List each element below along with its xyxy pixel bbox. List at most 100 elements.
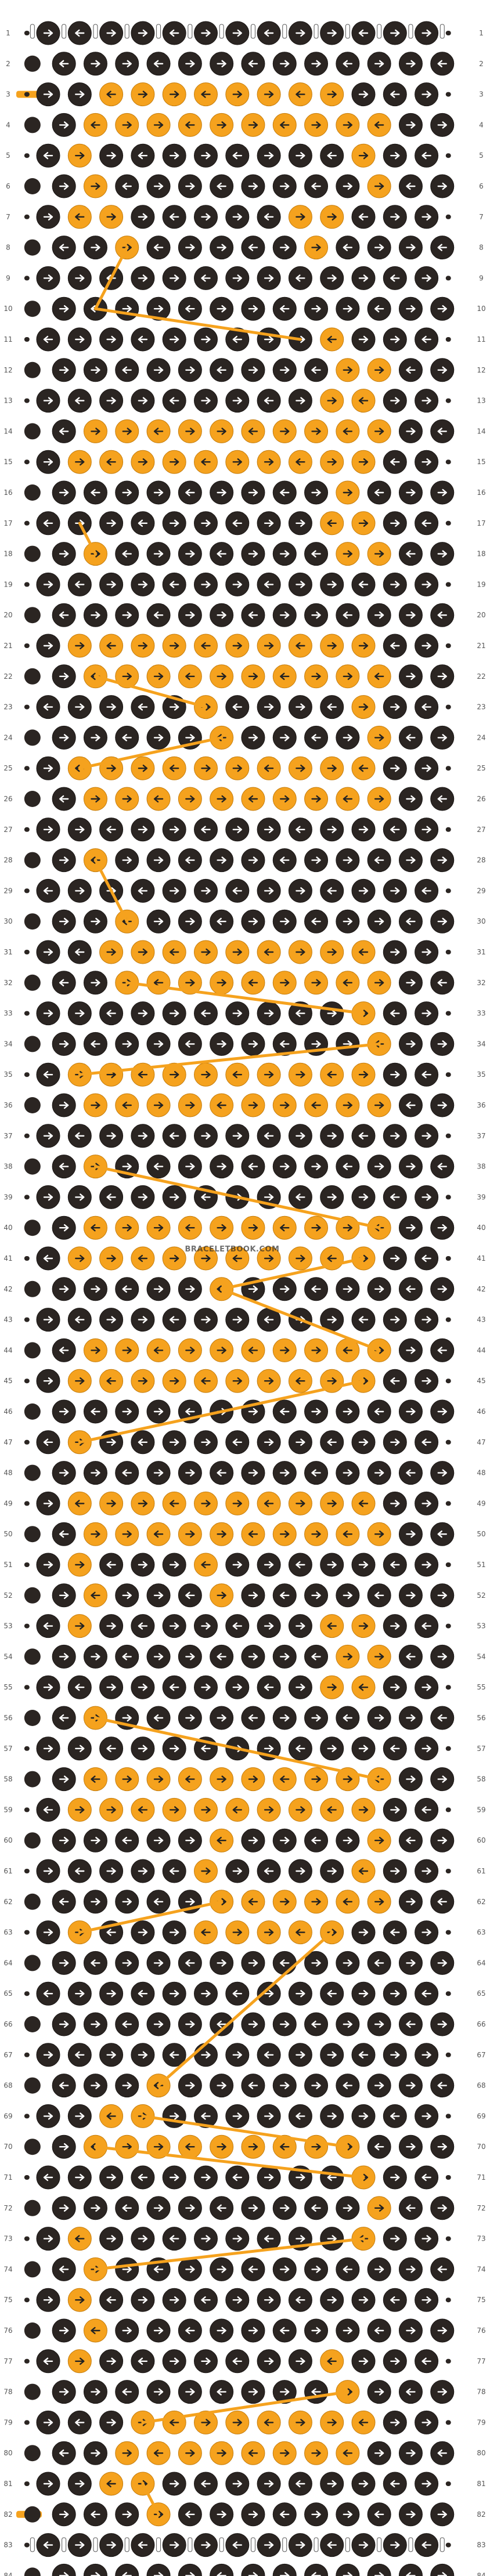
knot-arrow-head-icon (390, 1010, 395, 1017)
knot-dark (210, 603, 234, 627)
edge-knot (24, 1587, 41, 1604)
thread-connector (157, 1931, 334, 2087)
knot-dark (131, 1614, 155, 1638)
knot-dark (415, 389, 439, 413)
knot-arrow-head-icon (332, 642, 337, 650)
knot-arrow-head-icon (395, 1132, 400, 1139)
knot-arrow-head-icon (390, 274, 395, 282)
knot-arrow-head-icon (138, 1622, 143, 1630)
knot-dark (398, 1767, 423, 1792)
knot-dark (398, 480, 423, 505)
knot-arrow-head-icon (264, 1867, 269, 1875)
knot-arrow-head-icon (153, 1714, 159, 1722)
knot-dark (257, 2043, 281, 2067)
knot-dark (398, 1277, 423, 1301)
knot-arrow-head-icon (91, 856, 96, 864)
knot-arrow-head-icon (253, 121, 258, 129)
knot-dark (178, 848, 202, 873)
knot-arrow-head-icon (296, 1745, 301, 1752)
knot-arrow-head-icon (75, 1684, 80, 1691)
knot-dark (351, 2288, 376, 2312)
knot-arrow-head-icon (379, 1101, 384, 1109)
knot-dark (398, 664, 423, 689)
knot-arrow-head-icon (284, 1531, 290, 1538)
knot-arrow-head-icon (142, 458, 148, 466)
watermark-text: BRACELETBOOK.COM (185, 1245, 280, 1254)
knot-arrow-head-icon (185, 489, 190, 497)
knot-arrow-head-icon (127, 1408, 132, 1416)
knot-arrow-head-icon (300, 1071, 305, 1079)
row-number-right: 55 (477, 1683, 485, 1691)
edge-string-end (24, 460, 30, 465)
knot-arrow-head-icon (75, 2235, 80, 2242)
knot-arrow-head-icon (201, 1010, 206, 1017)
knot-orange (99, 1246, 124, 1271)
knot-orange (131, 82, 155, 107)
knot-dark (210, 358, 234, 382)
knot-arrow-head-icon (221, 60, 226, 67)
edge-string-end (445, 1746, 451, 1751)
knot-arrow-head-icon (142, 1929, 148, 1936)
knot-dark (430, 542, 455, 566)
knot-dark (162, 511, 186, 536)
knot-dark (194, 2472, 218, 2496)
knot-arrow-head-icon (43, 2541, 49, 2549)
knot-dark (52, 2441, 76, 2465)
knot-dark (36, 2227, 60, 2251)
knot-dark (52, 1338, 76, 1362)
knot-arrow-head-icon (300, 2235, 305, 2242)
knot-dark (99, 143, 124, 168)
knot-dark (225, 817, 250, 842)
knot-arrow-head-icon (185, 1040, 190, 1048)
knot-orange (225, 634, 250, 658)
knot-arrow-head-icon (316, 428, 321, 435)
knot-arrow-head-icon (153, 2082, 159, 2089)
knot-dark (146, 542, 171, 566)
knot-arrow-head-icon (91, 1959, 96, 1967)
knot-dark (257, 1124, 281, 1148)
knot-dark (241, 2196, 265, 2220)
knot-arrow-head-icon (91, 1775, 96, 1783)
row-number-right: 74 (477, 2265, 485, 2273)
row-number-left: 68 (3, 2082, 12, 2090)
knot-arrow-head-icon (190, 1163, 195, 1170)
knot-dark (304, 296, 329, 321)
knot-arrow-head-icon (347, 550, 353, 558)
knot-arrow-head-icon (95, 1469, 100, 1477)
knot-dark (52, 2012, 76, 2036)
knot-orange (115, 1767, 139, 1792)
knot-dark (162, 2104, 186, 2128)
string-top-guide (62, 24, 67, 39)
row-number-left: 42 (3, 1285, 12, 1293)
knot-dark (257, 1981, 281, 2006)
knot-dark (83, 2563, 107, 2576)
knot-arrow-head-icon (332, 765, 337, 772)
knot-dark (115, 1032, 139, 1056)
knot-arrow-head-icon (221, 612, 226, 619)
edge-string-end (445, 1685, 451, 1690)
knot-arrow-head-icon (91, 672, 96, 680)
knot-arrow-head-icon (237, 1010, 242, 1017)
knot-dark (351, 1981, 376, 2006)
knot-arrow-head-icon (63, 2510, 69, 2518)
knot-dark (398, 2441, 423, 2465)
knot-orange (351, 1675, 376, 1699)
knot-arrow-head-icon (442, 1408, 447, 1416)
knot-arrow-head-icon (363, 1377, 369, 1385)
knot-arrow-head-icon (221, 2510, 226, 2518)
knot-dark (415, 2227, 439, 2251)
row-number-left: 21 (3, 642, 12, 650)
knot-arrow-head-icon (284, 1163, 290, 1170)
knot-dark (351, 205, 376, 229)
knot-arrow-head-icon (122, 2388, 127, 2396)
knot-arrow-head-icon (95, 60, 100, 67)
knot-arrow-head-icon (300, 29, 305, 37)
knot-arrow-head-icon (410, 244, 416, 251)
knot-arrow-head-icon (264, 213, 269, 220)
knot-arrow-head-icon (347, 1224, 353, 1232)
knot-dark (146, 1951, 171, 1975)
knot-arrow-head-icon (374, 2143, 380, 2151)
knot-arrow-head-icon (48, 1867, 53, 1875)
knot-dark (52, 1032, 76, 1056)
knot-dark (398, 1706, 423, 1730)
